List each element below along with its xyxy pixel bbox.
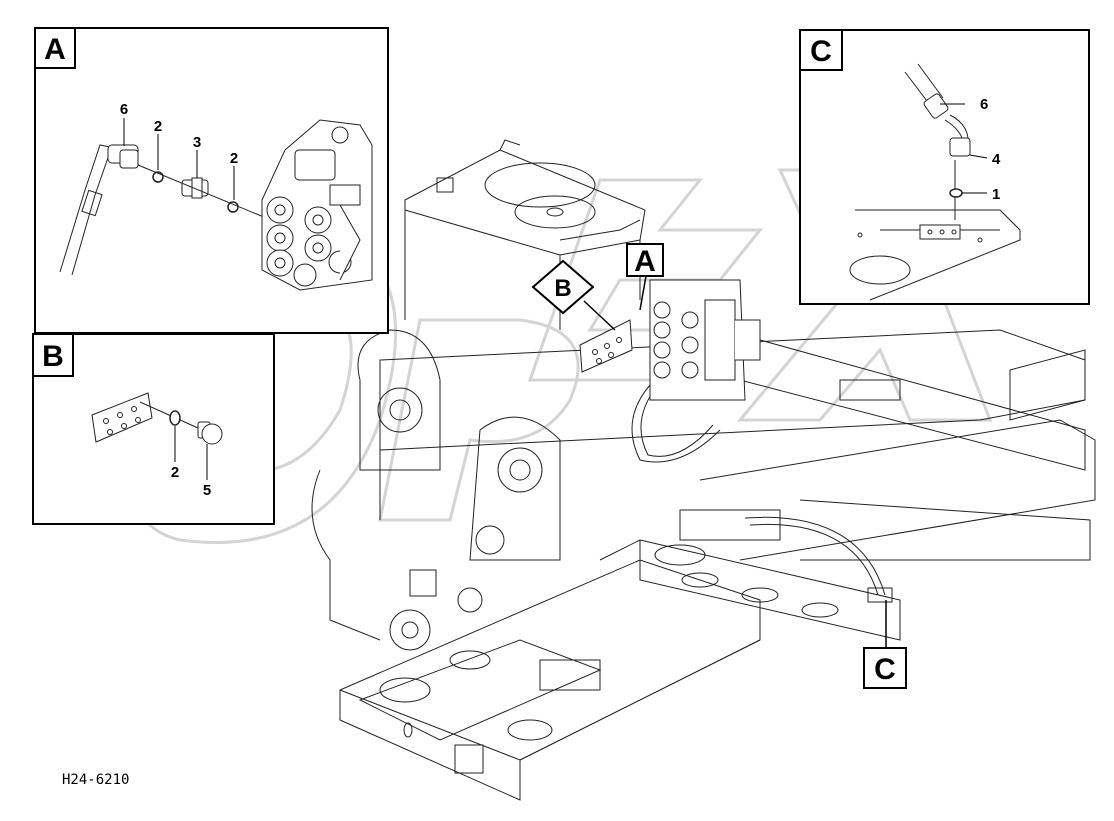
detail-a: A xyxy=(34,27,389,334)
control-valve-detail xyxy=(261,119,373,291)
detail-c: C 6 4 1 xyxy=(799,29,1090,305)
detail-b: B 2 5 xyxy=(32,333,275,525)
callout-a-2b: 2 xyxy=(230,150,238,167)
frame-detail-c xyxy=(849,209,1021,301)
main-assembly-drawing xyxy=(311,139,1096,801)
plug-detail xyxy=(197,421,223,445)
svg-text:A: A xyxy=(44,33,66,66)
svg-text:A: A xyxy=(634,245,656,278)
main-label-a: A xyxy=(626,243,664,278)
drawing-code: H24-6210 xyxy=(62,772,129,788)
callout-a-6: 6 xyxy=(120,101,128,118)
port-plate-main xyxy=(579,319,633,373)
callout-c-6: 6 xyxy=(980,96,988,113)
callout-c-1: 1 xyxy=(992,186,1000,203)
svg-text:C: C xyxy=(810,35,832,68)
svg-text:B: B xyxy=(42,340,64,373)
adapter-a xyxy=(181,177,209,199)
svg-text:C: C xyxy=(874,653,896,686)
callout-a-2: 2 xyxy=(154,118,162,135)
control-valve-main xyxy=(649,279,761,401)
hose-assembly-c xyxy=(904,63,971,220)
callout-b-5: 5 xyxy=(203,482,211,499)
port-plate-detail xyxy=(91,392,153,443)
hose-assembly-a xyxy=(59,144,139,276)
svg-text:B: B xyxy=(554,275,571,302)
callout-b-2: 2 xyxy=(171,464,179,481)
callout-c-4: 4 xyxy=(992,151,1001,168)
main-label-c: C xyxy=(863,647,907,689)
callout-a-3: 3 xyxy=(193,134,201,151)
main-label-b: B xyxy=(531,259,595,315)
main-leaders xyxy=(583,275,887,648)
